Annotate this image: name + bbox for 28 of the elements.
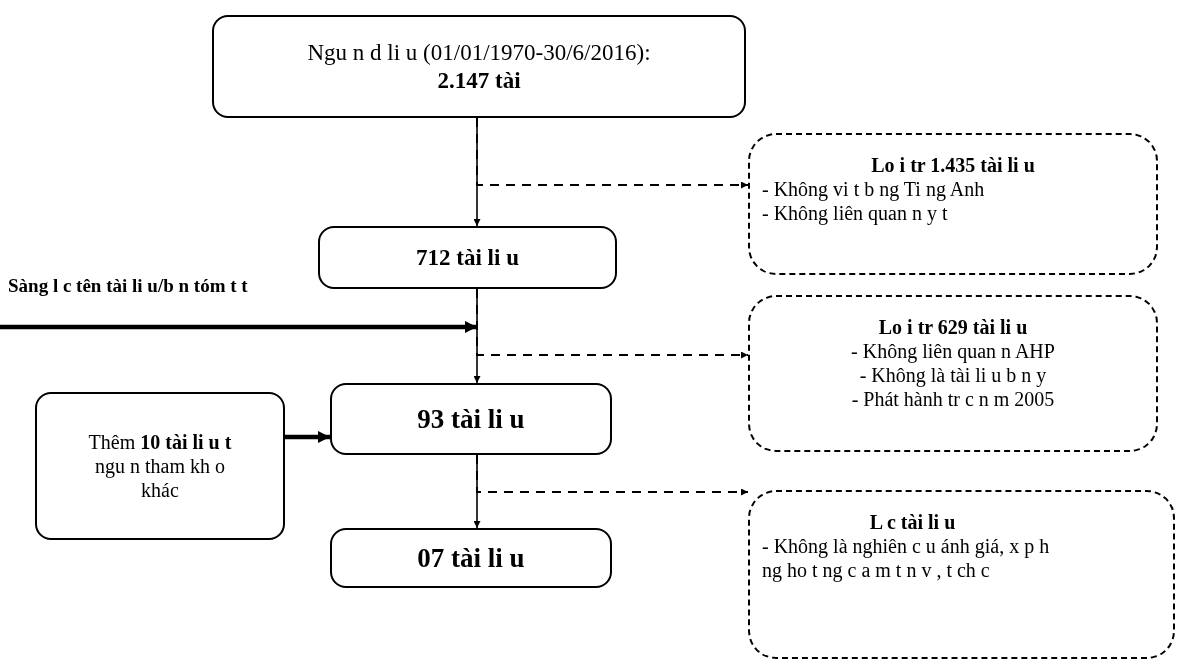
dashed-arrow	[476, 288, 749, 359]
box-heading: L c tài li u	[868, 510, 957, 534]
process-box	[35, 392, 285, 540]
criterion-text: - Không vi t b ng Ti ng Anh	[762, 177, 986, 201]
process-box	[330, 528, 612, 588]
box-text: Thêm 10 tài li u t ngu n tham kh o khác	[87, 430, 233, 502]
box-text: 93 tài li u	[416, 402, 526, 436]
process-box	[212, 15, 746, 118]
box-text: 07 tài li u	[416, 541, 526, 575]
exclusion-box	[748, 295, 1158, 452]
arrow	[285, 431, 330, 443]
exclusion-box	[748, 490, 1175, 659]
criterion-text: - Không là tài li u b n y	[858, 363, 1048, 387]
exclusion-box	[748, 133, 1158, 275]
criterion-text: - Không là nghiên c u ánh giá, x p h ng ho t ng c a m t n v , t ch c	[762, 534, 1051, 582]
dashed-arrow	[476, 454, 749, 496]
criterion-text: - Phát hành tr c n m 2005	[850, 387, 1056, 411]
criterion-text: - Không liên quan n y t	[762, 201, 949, 225]
box-text: 712 tài li u	[415, 243, 520, 272]
dashed-arrow	[476, 117, 749, 189]
step-label: Sàng l c tên tài li u/b n tóm t t	[8, 275, 249, 298]
box-heading: Lo i tr 1.435 tài li u	[870, 153, 1036, 177]
arrow	[0, 321, 477, 333]
box-text: Ngu n d li u (01/01/1970-30/6/2016): 2.147 tài	[306, 38, 652, 95]
criterion-text: - Không liên quan n AHP	[850, 339, 1056, 363]
box-heading: Lo i tr 629 tài li u	[877, 315, 1029, 339]
process-box	[318, 226, 617, 289]
process-box	[330, 383, 612, 455]
